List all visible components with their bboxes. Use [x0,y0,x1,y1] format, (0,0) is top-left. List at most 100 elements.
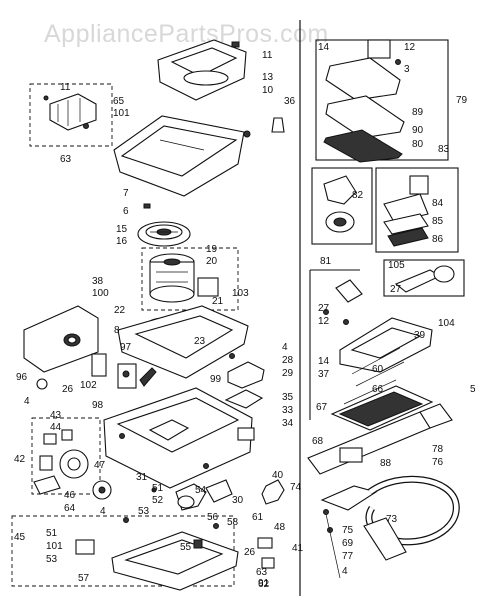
part-number-label: 29 [282,368,294,379]
part-number-label: 4 [342,566,348,577]
part-number-label: 80 [412,139,424,150]
part-number-label: 41 [292,543,304,554]
part-number-label: 88 [380,458,392,469]
hose-clip-part [323,509,341,579]
part-number-label: 20 [206,256,218,267]
part-number-label: 55 [180,542,192,553]
part-number-label: 64 [64,503,76,514]
part-number-label: 100 [92,288,109,299]
part-number-label: 61 [252,512,264,523]
part-number-label: 69 [342,538,354,549]
part-number-label: 48 [274,522,286,533]
part-number-label: 102 [80,380,97,391]
part-number-label: 42 [14,454,26,465]
part-number-label: 11 [60,82,71,93]
part-number-label: 86 [432,234,444,245]
part-number-label: 83 [438,144,450,155]
bottom-plate-part [75,523,239,591]
part-number-label: 16 [116,236,128,247]
part-number-label: 14 [318,356,330,367]
filter-bracket-box [29,83,113,147]
part-number-label: 74 [290,482,302,493]
part-number-label: 60 [372,364,384,375]
part-number-label: 67 [316,402,328,413]
part-number-label: 30 [232,495,244,506]
part-number-label: 101 [46,541,63,552]
part-number-label: 4 [100,506,106,517]
part-number-label: 5 [470,384,476,395]
part-number-label: 22 [114,305,126,316]
cord-reel-part [175,479,233,511]
part-number-label: 99 [210,374,222,385]
part-number-label: 76 [432,457,444,468]
part-number-label: 3 [404,64,410,75]
part-number-label: 58 [227,517,239,528]
part-number-label: 15 [116,224,128,235]
part-number-label: 77 [342,551,354,562]
dust-bag-part [23,305,99,373]
fastener-part [243,117,285,138]
part-number-label: 36 [284,96,296,107]
part-number-label: 101 [113,108,130,119]
caster-part [36,378,48,390]
part-number-label: 62 [258,579,270,590]
filter-bracket-part [43,93,97,131]
bottom-plate-box [11,515,235,587]
nozzle-bracket [309,269,360,420]
part-number-label: 63 [60,154,72,165]
part-number-label: 56 [207,512,219,523]
part-number-label: 37 [318,369,330,380]
dusting-brush-box [375,167,459,253]
part-number-label: 40 [272,470,284,481]
part-number-label: 73 [386,514,398,525]
part-number-label: 85 [432,216,444,227]
part-number-label: 54 [195,485,207,496]
part-number-label: 84 [432,198,444,209]
part-number-label: 23 [194,336,206,347]
part-number-label: 35 [282,392,294,403]
part-number-label: 44 [50,422,62,433]
callout-labels: 1113103611651016376151619202110338100228… [14,42,476,590]
crevice-tool-box [311,167,373,245]
canister-base-part [103,387,255,489]
part-number-label: 104 [438,318,455,329]
part-number-label: 66 [372,384,384,395]
part-number-label: 53 [46,554,58,565]
part-number-label: 43 [50,410,62,421]
part-number-label: 21 [212,296,224,307]
part-number-label: 47 [94,460,106,471]
latch-part [143,203,151,209]
part-number-label: 105 [388,260,405,271]
part-number-label: 78 [432,444,444,455]
part-number-label: 26 [244,547,256,558]
small-brush-part [394,265,455,293]
part-number-label: 4 [24,396,30,407]
part-number-label: 91 [258,578,270,589]
watermark: AppliancePartsPros.com [44,20,329,48]
part-number-label: 81 [320,256,332,267]
part-number-label: 12 [404,42,416,53]
part-number-label: 51 [152,483,164,494]
part-number-label: 10 [262,85,274,96]
motor-filter-part [137,221,191,247]
nozzle-belt-part [330,385,434,431]
lid-part [113,115,245,197]
motor-plate-part [117,305,249,379]
part-number-label: 46 [64,490,76,501]
part-number-label: 12 [318,316,330,327]
part-number-label: 75 [342,525,354,536]
floor-brush-part [323,39,405,163]
part-number-label: 45 [14,532,26,543]
part-number-label: 51 [46,528,58,539]
cord-plug-part [257,479,285,569]
part-number-label: 7 [123,188,129,199]
part-number-label: 27 [318,303,330,314]
part-number-label: 19 [206,244,218,255]
part-number-label: 57 [78,573,90,584]
motor-part [149,253,219,303]
wand-elbow-part [323,279,363,325]
part-number-label: 27 [390,284,402,295]
part-number-label: 31 [136,472,148,483]
part-number-label: 28 [282,355,294,366]
part-number-label: 11 [262,50,273,61]
